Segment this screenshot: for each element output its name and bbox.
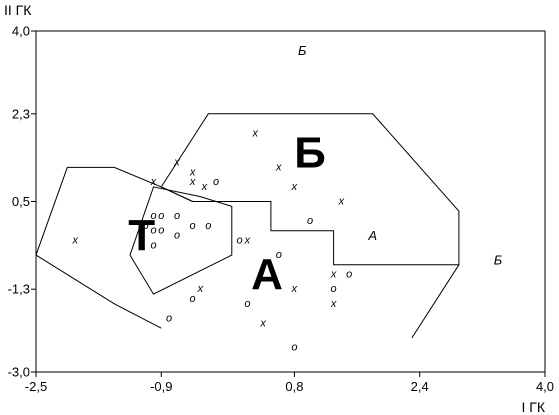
point-x-6: x <box>252 127 259 139</box>
y-tick-label-1: 2,3 <box>12 106 30 121</box>
point-o-14: o <box>346 269 352 281</box>
region-outline-boundary-3 <box>35 254 162 329</box>
y-tick-label-3: -1,3 <box>8 282 30 297</box>
region-outlines <box>35 113 460 339</box>
point-o-5: o <box>143 220 149 232</box>
x-axis-ticks: -2,5 -0,9 0,8 2,4 4,0 <box>25 372 554 394</box>
point-o-4: o <box>150 225 156 237</box>
y-axis-ticks: 4,0 2,3 0,5 -1,3 -3,0 <box>8 24 36 380</box>
point-o-13: o <box>276 249 282 261</box>
point-o-11: o <box>150 239 156 251</box>
region-labels: Т Б А Б А Б <box>128 43 503 299</box>
point-x-15: x <box>330 298 337 310</box>
x-tick-label-0: -2,5 <box>25 379 47 394</box>
point-o-17: o <box>166 312 172 324</box>
point-x-2: x <box>173 157 180 169</box>
point-x-9: x <box>338 196 345 208</box>
point-o-2: o <box>158 210 164 222</box>
y-axis-label: II ГК <box>4 2 32 18</box>
point-o-15: o <box>331 283 337 295</box>
region-outline-boundary-2 <box>35 166 193 256</box>
point-o-12: o <box>307 215 313 227</box>
point-x-7: x <box>275 161 282 173</box>
region-label-0: Т <box>128 211 155 260</box>
point-o-6: o <box>158 225 164 237</box>
point-x-1: x <box>150 176 157 188</box>
y-tick-label-2: 0,5 <box>12 194 30 209</box>
point-o-0: o <box>213 176 219 188</box>
point-x-4: x <box>189 176 196 188</box>
point-o-7: o <box>190 220 196 232</box>
point-x-10: x <box>244 235 251 247</box>
region-label-3: Б <box>298 43 307 58</box>
region-label-5: Б <box>494 253 503 268</box>
point-x-11: x <box>197 283 204 295</box>
region-label-4: А <box>367 228 377 243</box>
region-outline-boundary-4 <box>411 264 460 339</box>
point-o-9: o <box>174 230 180 242</box>
point-o-8: o <box>205 220 211 232</box>
x-tick-label-4: 4,0 <box>536 379 554 394</box>
x-tick-label-1: -0,9 <box>150 379 172 394</box>
point-x-8: x <box>291 181 298 193</box>
x-tick-label-3: 2,4 <box>411 379 429 394</box>
point-x-13: x <box>259 317 266 329</box>
point-o-19: o <box>291 342 297 354</box>
region-outline-b <box>160 113 460 266</box>
region-label-1: Б <box>294 128 326 177</box>
region-label-2: А <box>251 250 283 299</box>
point-x-14: x <box>330 269 337 281</box>
region-outline-t <box>129 186 233 295</box>
point-x-0: x <box>71 235 78 247</box>
point-o-18: o <box>244 298 250 310</box>
point-o-16: o <box>190 293 196 305</box>
point-x-12: x <box>291 283 298 295</box>
y-tick-label-4: -3,0 <box>8 365 30 380</box>
point-x-5: x <box>201 181 208 193</box>
point-o-10: o <box>237 235 243 247</box>
point-o-1: o <box>150 210 156 222</box>
y-tick-label-0: 4,0 <box>12 24 30 39</box>
point-x-3: x <box>189 166 196 178</box>
x-tick-label-2: 0,8 <box>285 379 303 394</box>
plot-frame <box>35 30 546 373</box>
point-o-3: o <box>174 210 180 222</box>
x-axis-label: I ГК <box>521 399 545 415</box>
